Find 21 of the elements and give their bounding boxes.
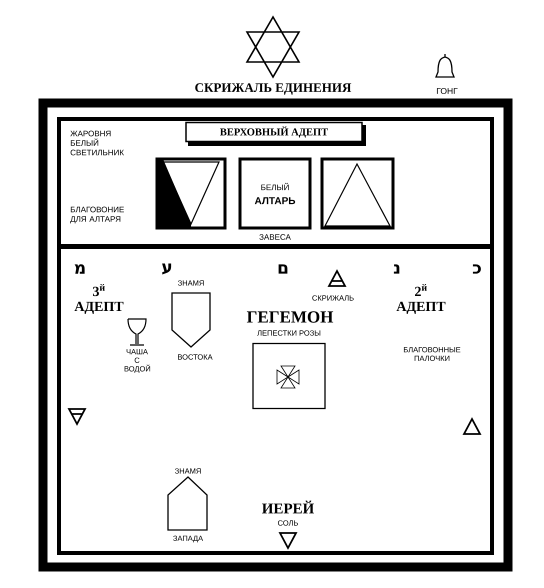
item-label: БЛАГОВОНИЕ ДЛЯ АЛТАРЯ xyxy=(70,206,124,224)
officer-label: ИЕРЕЙ xyxy=(262,500,314,514)
hebrew-letter: ע xyxy=(162,264,172,275)
title-box: ВЕРХОВНЫЙ АДЕПТ xyxy=(185,122,366,146)
node-label: ВЕРХОВНЫЙ АДЕПТ xyxy=(220,126,328,138)
item-label: ЖАРОВНЯ БЕЛЫЙ СВЕТИЛЬНИК xyxy=(70,130,124,156)
hall-section xyxy=(57,245,494,555)
altar-box: БЕЛЫЙ АЛТАРЬ xyxy=(238,158,312,230)
officer-label: 3$^{й}$ АДЕПТ xyxy=(74,284,124,314)
caption: ГОНГ xyxy=(436,88,458,94)
officer-label: ГЕГЕМОН xyxy=(246,311,334,323)
pillar-box xyxy=(156,158,226,230)
officer-label: 2$^{й}$ АДЕПТ xyxy=(396,284,446,314)
title: СКРИЖАЛЬ ЕДИНЕНИЯ xyxy=(195,83,352,95)
hall-section xyxy=(57,117,494,248)
hebrew-letter: ם xyxy=(278,264,288,274)
node-label: ЗАВЕСА xyxy=(259,234,291,240)
pillar-box xyxy=(320,158,394,230)
hebrew-letter: כ xyxy=(472,264,481,274)
hebrew-letter: נ xyxy=(394,264,400,274)
hebrew-letter: מ xyxy=(74,264,85,274)
